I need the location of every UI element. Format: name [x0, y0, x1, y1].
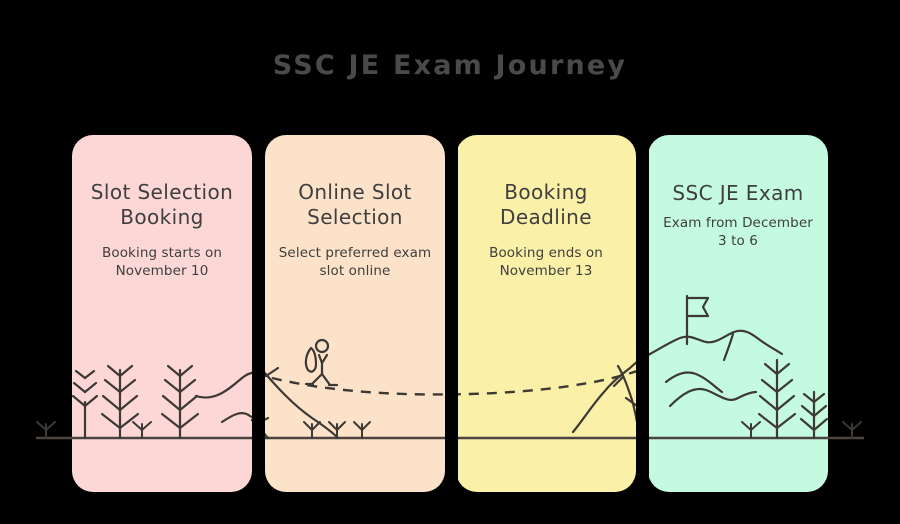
- card-description: Booking starts on November 10: [101, 245, 223, 279]
- stage-card-ssc-je-exam[interactable]: SSC JE Exam Exam from December 3 to 6: [648, 135, 828, 492]
- card-content: Booking Deadline Booking ends on Novembe…: [456, 180, 636, 280]
- card-title: Booking Deadline: [500, 180, 592, 229]
- card-description: Booking ends on November 13: [489, 245, 603, 279]
- card-gutter: [445, 135, 458, 492]
- card-description: Exam from December 3 to 6: [663, 215, 813, 249]
- card-description: Select preferred exam slot online: [278, 245, 432, 279]
- sapling-left: [36, 421, 56, 439]
- stage-card-online-slot-selection[interactable]: Online Slot Selection Select preferred e…: [265, 135, 445, 492]
- page-title: SSC JE Exam Journey: [272, 50, 628, 81]
- stage-card-booking-deadline[interactable]: Booking Deadline Booking ends on Novembe…: [456, 135, 636, 492]
- card-content: Slot Selection Booking Booking starts on…: [72, 180, 252, 280]
- card-title: Slot Selection Booking: [90, 180, 234, 229]
- sapling-right: [842, 421, 862, 439]
- card-gutter: [636, 135, 649, 492]
- card-content: Online Slot Selection Select preferred e…: [265, 180, 445, 280]
- card-gutter: [252, 135, 265, 492]
- stage-card-slot-selection-booking[interactable]: Slot Selection Booking Booking starts on…: [72, 135, 252, 492]
- card-content: SSC JE Exam Exam from December 3 to 6: [648, 181, 828, 250]
- card-title: Online Slot Selection: [298, 180, 412, 229]
- card-title: SSC JE Exam: [672, 181, 804, 205]
